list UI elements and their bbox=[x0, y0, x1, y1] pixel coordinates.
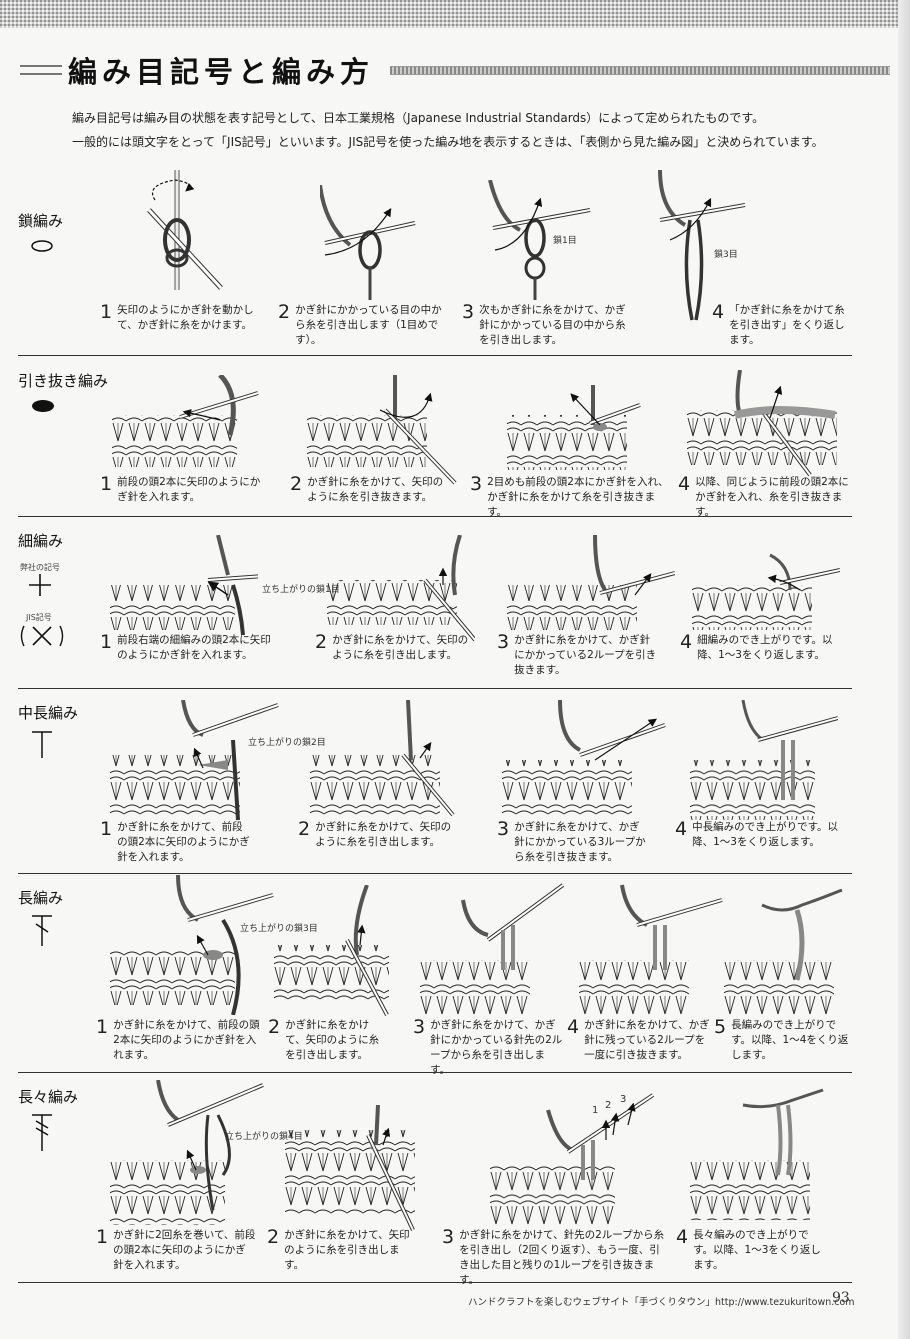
half-double-diagram-4 bbox=[688, 699, 839, 829]
loop-label-3: 3 bbox=[620, 1094, 627, 1105]
chain-note-2: 鎖3目 bbox=[714, 250, 738, 260]
slip-stitch-diagram-3 bbox=[505, 385, 645, 479]
treble-crochet-diagram-4 bbox=[688, 1080, 828, 1229]
slip-stitch-diagram-2 bbox=[305, 375, 465, 489]
chain-diagram-2 bbox=[318, 184, 420, 304]
chain-diagram-1 bbox=[135, 170, 225, 304]
section-divider bbox=[18, 1072, 852, 1073]
slip-stitch-symbol-icon bbox=[30, 398, 56, 417]
section-divider bbox=[18, 516, 852, 517]
half-double-diagram-3 bbox=[500, 699, 670, 824]
double-crochet-symbol-icon bbox=[30, 914, 54, 952]
single-crochet-diagram-1 bbox=[108, 534, 279, 639]
top-pattern-band bbox=[0, 0, 900, 28]
chain-stitch-symbol-icon bbox=[30, 238, 54, 257]
chain-note-1: 鎖1目 bbox=[553, 236, 577, 246]
double-crochet-diagram-3 bbox=[418, 880, 568, 1024]
section-title-treble-crochet: 長々編み bbox=[18, 1088, 79, 1106]
page-title: 編み目記号と編み方 bbox=[68, 55, 375, 89]
intro-line-1: 編み目記号は編み目の状態を表す記号として、日本工業規格（Japanese Ind… bbox=[72, 111, 765, 125]
x-symbol-icon bbox=[18, 624, 66, 652]
single-crochet-diagram-2 bbox=[325, 534, 477, 649]
slip-stitch-diagram-1 bbox=[110, 373, 260, 474]
section-title-single-crochet: 細編み bbox=[18, 532, 64, 550]
double-crochet-diagram-4 bbox=[577, 880, 727, 1024]
loop-label-2: 2 bbox=[605, 1100, 612, 1111]
treble-crochet-note: 立ち上がりの鎖4目 bbox=[225, 1132, 303, 1142]
treble-crochet-symbol-icon bbox=[30, 1113, 54, 1157]
treble-crochet-diagram-2 bbox=[283, 1104, 423, 1239]
intro-text: 編み目記号は編み目の状態を表す記号として、日本工業規格（Japanese Ind… bbox=[72, 106, 824, 154]
jis-symbol-label: JIS記号 bbox=[26, 613, 52, 622]
half-double-diagram-1 bbox=[108, 699, 288, 829]
single-crochet-note: 立ち上がりの鎖1目 bbox=[262, 585, 340, 595]
double-crochet-diagram-5 bbox=[722, 880, 852, 1024]
plus-symbol-icon bbox=[28, 573, 52, 601]
section-title-chain: 鎖編み bbox=[18, 212, 64, 230]
half-double-diagram-2 bbox=[308, 699, 458, 824]
treble-crochet-diagram-1 bbox=[108, 1079, 278, 1229]
intro-line-2: 一般的には頭文字をとって「JIS記号」といいます。JIS記号を使った編み地を表示… bbox=[72, 135, 824, 149]
double-crochet-diagram-2 bbox=[272, 884, 402, 1024]
half-double-note: 立ち上がりの鎖2目 bbox=[248, 738, 326, 748]
double-crochet-diagram-1 bbox=[108, 874, 278, 1019]
loop-label-1: 1 bbox=[592, 1105, 599, 1116]
single-crochet-diagram-3 bbox=[505, 534, 676, 644]
title-decoration-right bbox=[390, 65, 890, 75]
section-divider bbox=[18, 355, 852, 356]
chain-diagram-4 bbox=[650, 169, 750, 334]
page-number: 93 bbox=[832, 1290, 850, 1306]
page-edge bbox=[898, 0, 910, 1339]
chain-diagram-3 bbox=[485, 179, 595, 304]
half-double-symbol-icon bbox=[30, 730, 54, 764]
footer-website-text: ハンドクラフトを楽しむウェブサイト「手づくりタウン」http://www.tez… bbox=[468, 1297, 855, 1308]
company-symbol-label: 弊社の記号 bbox=[20, 563, 60, 572]
double-crochet-note: 立ち上がりの鎖3目 bbox=[240, 924, 318, 934]
section-divider bbox=[18, 873, 852, 874]
section-divider bbox=[18, 688, 852, 689]
section-title-double-crochet: 長編み bbox=[18, 889, 64, 907]
section-title-slip-stitch: 引き抜き編み bbox=[18, 372, 109, 390]
title-decoration-left bbox=[20, 65, 62, 75]
title-row: 編み目記号と編み方 bbox=[20, 50, 890, 90]
section-title-half-double: 中長編み bbox=[18, 704, 79, 722]
footer-divider bbox=[18, 1282, 852, 1283]
treble-crochet-diagram-3 bbox=[488, 1090, 658, 1234]
single-crochet-diagram-4 bbox=[690, 545, 841, 639]
slip-stitch-diagram-4 bbox=[685, 369, 845, 484]
chain-step-4: 4「かぎ針に糸をかけて糸を引き出す」をくり返します。 bbox=[712, 301, 845, 347]
